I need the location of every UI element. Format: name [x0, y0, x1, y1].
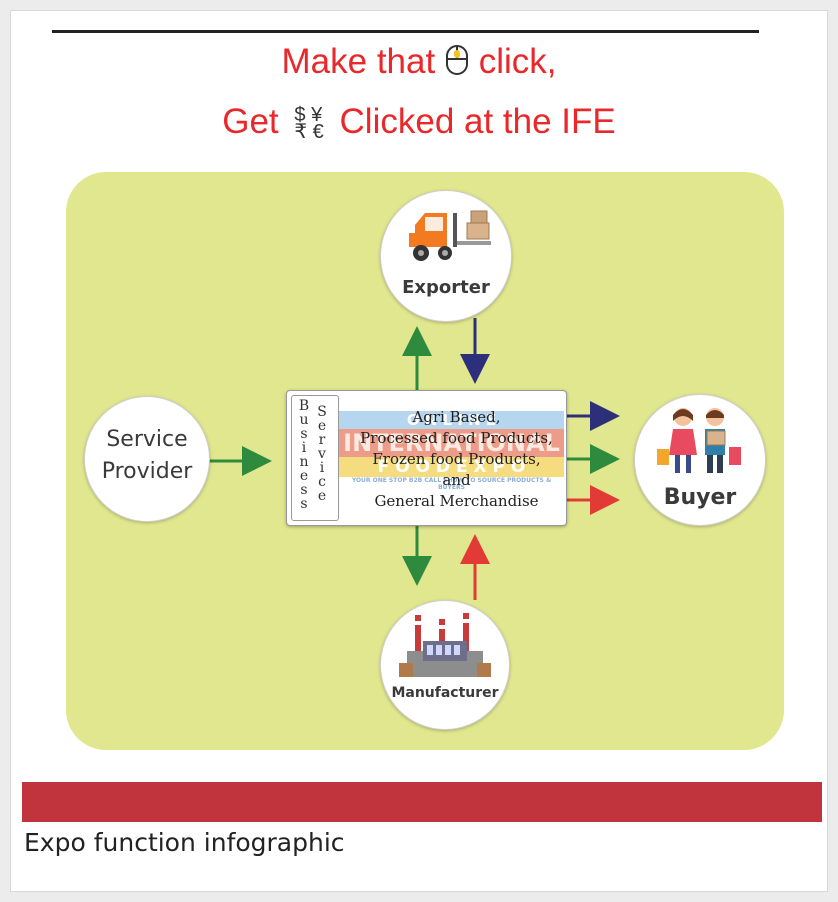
headline-line2-prefix: Get [222, 102, 279, 141]
vertical-letter: i [319, 460, 325, 476]
mouse-icon [445, 45, 468, 75]
center-line: Processed food Products, [360, 429, 553, 447]
vertical-letter: B [298, 398, 310, 414]
center-text: Agri Based, Processed food Products, Fro… [349, 407, 564, 512]
vertical-letter: s [300, 482, 308, 498]
vertical-letter: u [299, 412, 309, 428]
watermark-mid: INTERNATIONAL [339, 429, 564, 457]
business-frame [291, 395, 339, 521]
watermark-tagline: YOUR ONE STOP B2B CALL SHOW TO SOURCE PR… [351, 477, 552, 491]
center-line: Frozen food Products, [372, 450, 541, 468]
factory-icon [399, 613, 491, 677]
manufacturer-node: Manufacturer [380, 600, 510, 730]
shoppers-icon [657, 408, 741, 473]
buyer-node: Buyer [634, 394, 766, 526]
service-provider-label-line1: Service [106, 427, 188, 452]
vertical-letter: e [317, 418, 327, 434]
buyer-label: Buyer [663, 485, 737, 510]
service-provider-node: Service Provider [84, 396, 210, 522]
watermark-bottom: F O O D E X P O [339, 457, 564, 477]
service-provider-label-line2: Provider [101, 459, 193, 484]
headline-line1-suffix: click, [478, 42, 557, 81]
currency-symbols: $ ¥ ₹ € [294, 103, 324, 143]
center-line: General Merchandise [374, 492, 539, 510]
vertical-letter: s [300, 496, 308, 512]
vertical-letter: e [317, 488, 327, 504]
vertical-service: S e r v i c e [313, 405, 331, 503]
top-rule [52, 30, 759, 33]
exporter-label: Exporter [402, 277, 490, 298]
center-line: Agri Based, [412, 408, 501, 426]
expo-watermark: O N L I N E INTERNATIONAL F O O D E X P … [339, 411, 564, 491]
exporter-node: Exporter [380, 190, 512, 322]
headline-line1-prefix: Make that [281, 42, 436, 81]
headline-line-1: Make that click, [0, 42, 838, 82]
headline-line-2: Get $ ¥ ₹ € Clicked at the IFE [0, 102, 838, 142]
currency-bottom: ₹ € [294, 120, 324, 143]
caption-bar [22, 782, 822, 822]
figure-caption: Expo function infographic [24, 828, 345, 857]
vertical-letter: v [318, 446, 326, 462]
forklift-icon [409, 210, 491, 261]
headline-line2-suffix: Clicked at the IFE [339, 102, 616, 141]
manufacturer-label: Manufacturer [391, 685, 499, 701]
watermark-top: O N L I N E [339, 411, 564, 429]
vertical-letter: S [317, 404, 327, 420]
center-box: B u s i n e s s S e r v i c e O N L I N … [286, 390, 567, 526]
vertical-letter: e [299, 468, 309, 484]
vertical-letter: r [318, 432, 326, 448]
currency-top: $ ¥ [294, 103, 323, 126]
vertical-business: B u s i n e s s [295, 399, 313, 511]
center-line: and [442, 471, 471, 489]
vertical-letter: s [300, 426, 308, 442]
vertical-letter: c [318, 474, 326, 490]
vertical-letter: n [299, 454, 309, 470]
vertical-letter: i [301, 440, 307, 456]
